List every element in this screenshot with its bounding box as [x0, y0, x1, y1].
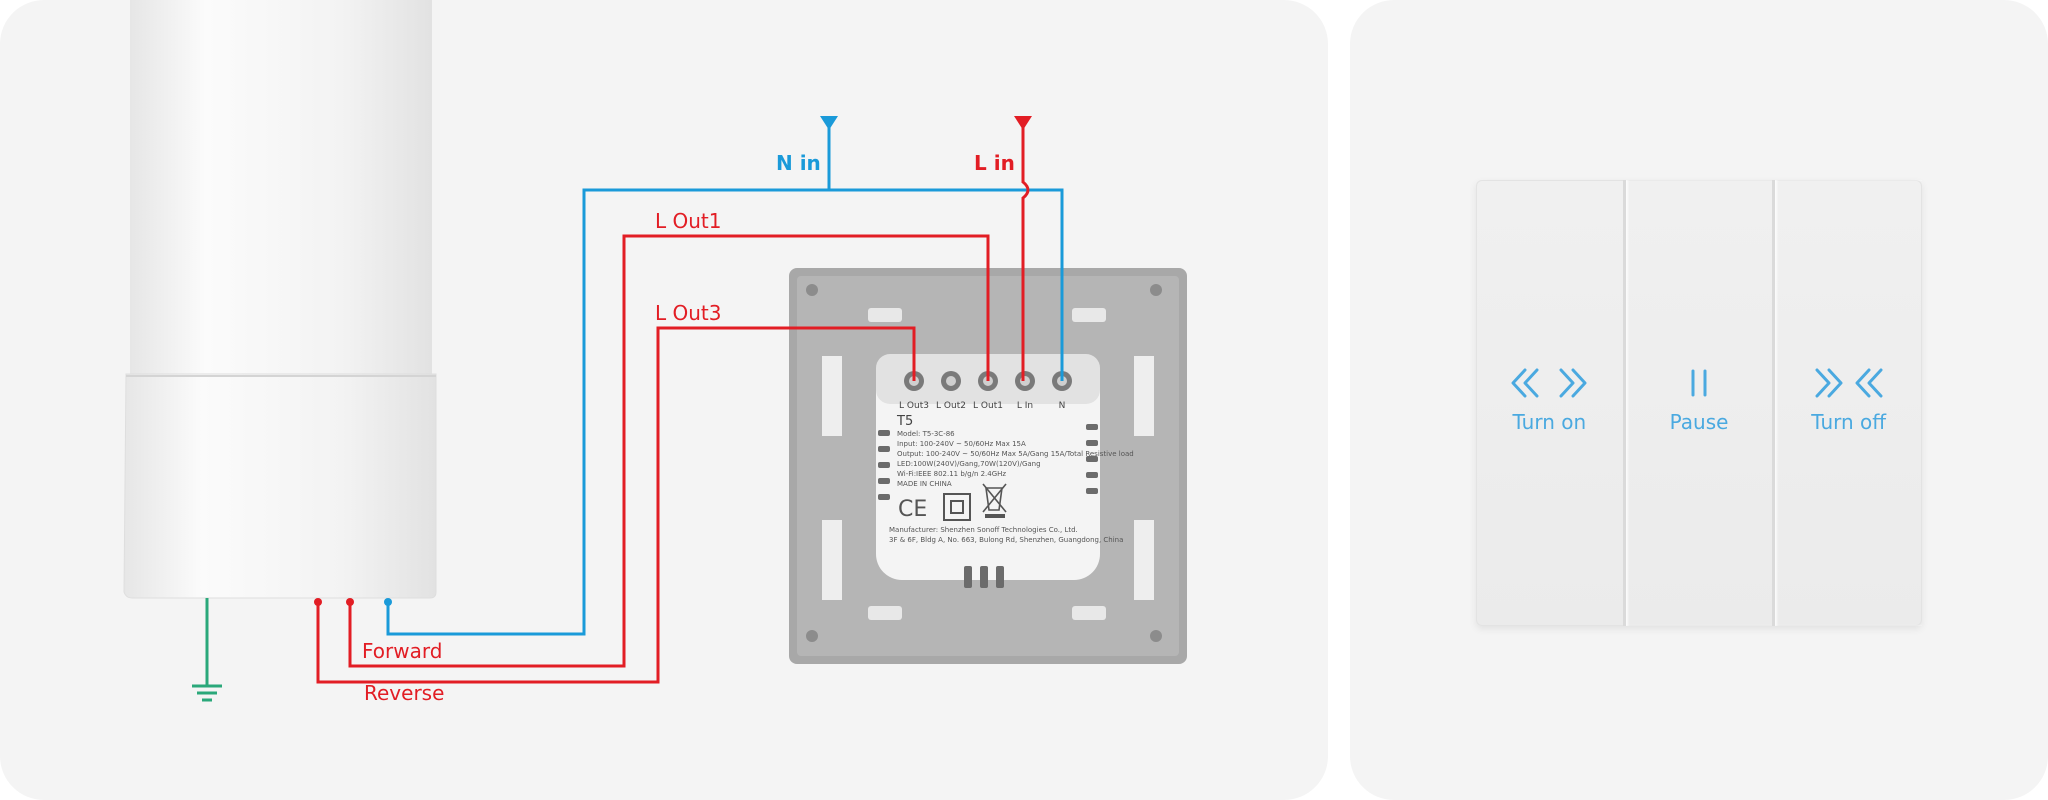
manufacturer-line: 3F & 6F, Bldg A, No. 663, Bulong Rd, She… [889, 536, 1123, 544]
ground-wire [192, 598, 222, 702]
spec-line: MADE IN CHINA [897, 480, 952, 488]
terminal-label: L In [1017, 401, 1033, 411]
weee-bin-icon [982, 483, 1007, 518]
gang-label: Pause [1669, 410, 1729, 434]
terminal-label: L Out1 [973, 401, 1003, 411]
terminal-label: L Out2 [936, 401, 966, 411]
reverse-label: Reverse [364, 681, 444, 705]
forward-label: Forward [362, 639, 442, 663]
n-in-label: N in [776, 151, 821, 175]
spec-line: Model: T5-3C-86 [897, 430, 955, 438]
spec-line: Wi-Fi:IEEE 802.11 b/g/n 2.4GHz [897, 470, 1006, 478]
model-name: T5 [896, 414, 913, 429]
terminal-label: L Out3 [899, 401, 929, 411]
spec-line: Output: 100-240V ~ 50/60Hz Max 5A/Gang 1… [897, 450, 1134, 458]
gang-label: Turn off [1811, 410, 1887, 434]
switch-module-back: L Out3 L Out2 L Out1 L In N T5 Model: T5… [789, 268, 1187, 664]
wiring-diagram: L Out3 L Out2 L Out1 L In N T5 Model: T5… [123, 0, 1187, 705]
live-wires [316, 118, 1030, 684]
close-chevrons-icon [1813, 366, 1885, 400]
l-out3-label: L Out3 [655, 301, 721, 325]
live-source-arrow [1014, 116, 1032, 130]
spec-line: Input: 100-240V ~ 50/60Hz Max 15A [897, 440, 1026, 448]
three-gang-switch: Turn on Pause Turn of [1476, 180, 1922, 626]
l-in-label: L in [974, 151, 1015, 175]
terminal-label: N [1059, 401, 1066, 411]
wire-endpoint [314, 598, 322, 606]
gang-turn-on[interactable]: Turn on [1476, 180, 1623, 626]
open-chevrons-icon [1509, 366, 1589, 400]
gang-pause[interactable]: Pause [1622, 180, 1773, 626]
double-insulation-icon [943, 493, 971, 521]
gang-label: Turn on [1512, 410, 1587, 434]
spec-line: LED:100W(240V)/Gang,70W(120V)/Gang [897, 460, 1041, 468]
wire-endpoint [384, 598, 392, 606]
pause-icon [1684, 366, 1714, 400]
curtain-motor [123, 0, 437, 599]
ce-mark: CE [898, 497, 927, 522]
wiring-diagram-panel: L Out3 L Out2 L Out1 L In N T5 Model: T5… [0, 0, 1328, 800]
wire-endpoint [346, 598, 354, 606]
switch-panel-view: Turn on Pause Turn of [1350, 0, 2048, 800]
l-out1-label: L Out1 [655, 209, 721, 233]
neutral-source-arrow [820, 116, 838, 130]
gang-turn-off[interactable]: Turn off [1772, 180, 1922, 626]
manufacturer-line: Manufacturer: Shenzhen Sonoff Technologi… [889, 526, 1078, 534]
